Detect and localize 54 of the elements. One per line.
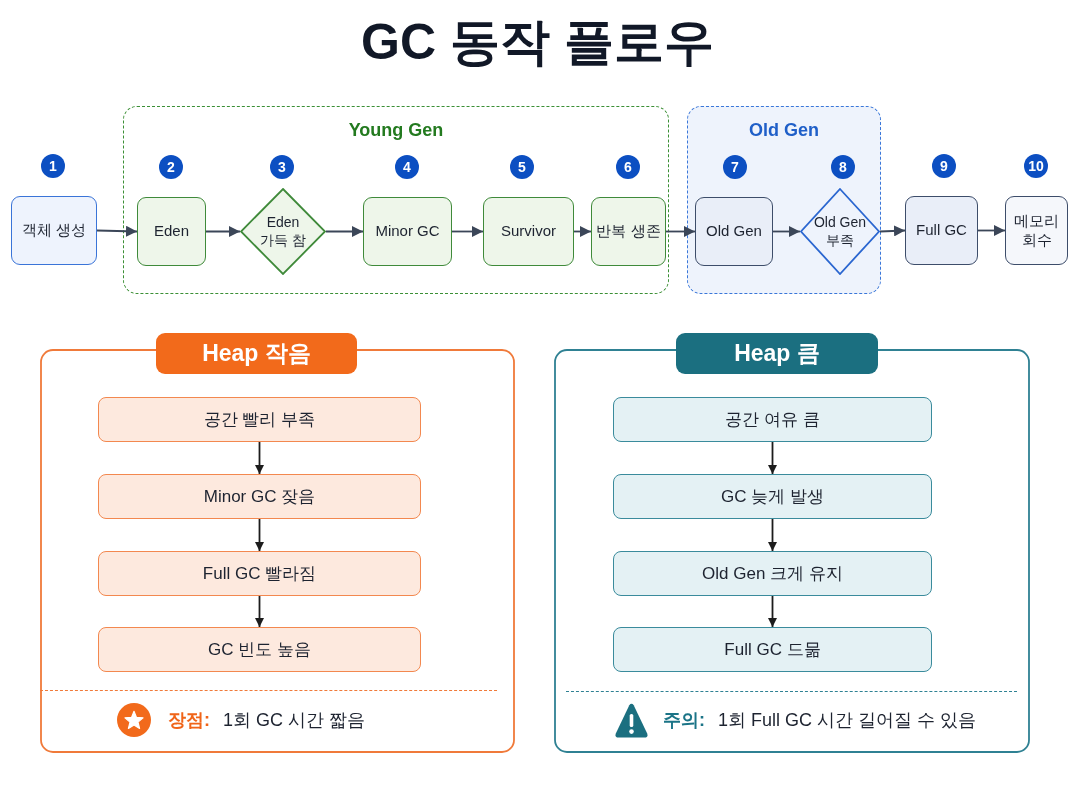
- decision-diamond: Old Gen 부족: [800, 188, 880, 275]
- panel: [40, 333, 515, 753]
- arrow: [768, 441, 777, 475]
- group-title: Old Gen: [749, 119, 819, 141]
- arrow: [255, 518, 264, 552]
- arrow: [768, 518, 777, 552]
- step-number: 5: [510, 155, 534, 179]
- arrow: [772, 226, 801, 237]
- arrow: [255, 441, 264, 475]
- step-number: 9: [932, 154, 956, 178]
- process-box: Old Gen: [695, 197, 773, 266]
- step-number: 4: [395, 155, 419, 179]
- step-number: 3: [270, 155, 294, 179]
- decision-diamond: Eden 가득 참: [240, 188, 326, 275]
- arrow: [325, 226, 364, 237]
- process-box: 메모리 회수: [1005, 196, 1068, 265]
- panel-heading: Heap 큼: [676, 333, 878, 374]
- process-box: Old Gen 크게 유지: [613, 551, 932, 596]
- arrow: [205, 226, 241, 237]
- arrow: [879, 225, 906, 237]
- note-text: 장점: 1회 GC 시간 짧음: [168, 709, 365, 732]
- panel: [554, 333, 1030, 753]
- arrow: [665, 226, 696, 237]
- arrow: [977, 225, 1006, 236]
- arrow: [768, 595, 777, 628]
- process-box: Eden: [137, 197, 206, 266]
- process-box: Minor GC 잦음: [98, 474, 421, 519]
- arrow: [573, 226, 592, 237]
- step-number: 10: [1024, 154, 1048, 178]
- step-number: 1: [41, 154, 65, 178]
- process-box: GC 빈도 높음: [98, 627, 421, 672]
- process-box: 반복 생존: [591, 197, 666, 266]
- process-box: Full GC: [905, 196, 978, 265]
- group-box: [687, 106, 881, 294]
- arrow: [451, 226, 484, 237]
- process-box: 공간 빨리 부족: [98, 397, 421, 442]
- step-number: 8: [831, 155, 855, 179]
- panel-heading: Heap 작음: [156, 333, 357, 374]
- process-box: 객체 생성: [11, 196, 97, 265]
- process-box: Minor GC: [363, 197, 452, 266]
- title: GC 동작 플로우: [361, 13, 714, 72]
- process-box: Full GC 빨라짐: [98, 551, 421, 596]
- group-title: Young Gen: [348, 119, 444, 141]
- note-text: 주의: 1회 Full GC 시간 길어질 수 있음: [663, 709, 977, 732]
- step-number: 6: [616, 155, 640, 179]
- group-box: [123, 106, 669, 294]
- arrow: [255, 595, 264, 628]
- process-box: 공간 여유 큼: [613, 397, 932, 442]
- arrow: [96, 225, 138, 237]
- step-number: 7: [723, 155, 747, 179]
- process-box: GC 늦게 발생: [613, 474, 932, 519]
- process-box: Full GC 드묾: [613, 627, 932, 672]
- step-number: 2: [159, 155, 183, 179]
- process-box: Survivor: [483, 197, 574, 266]
